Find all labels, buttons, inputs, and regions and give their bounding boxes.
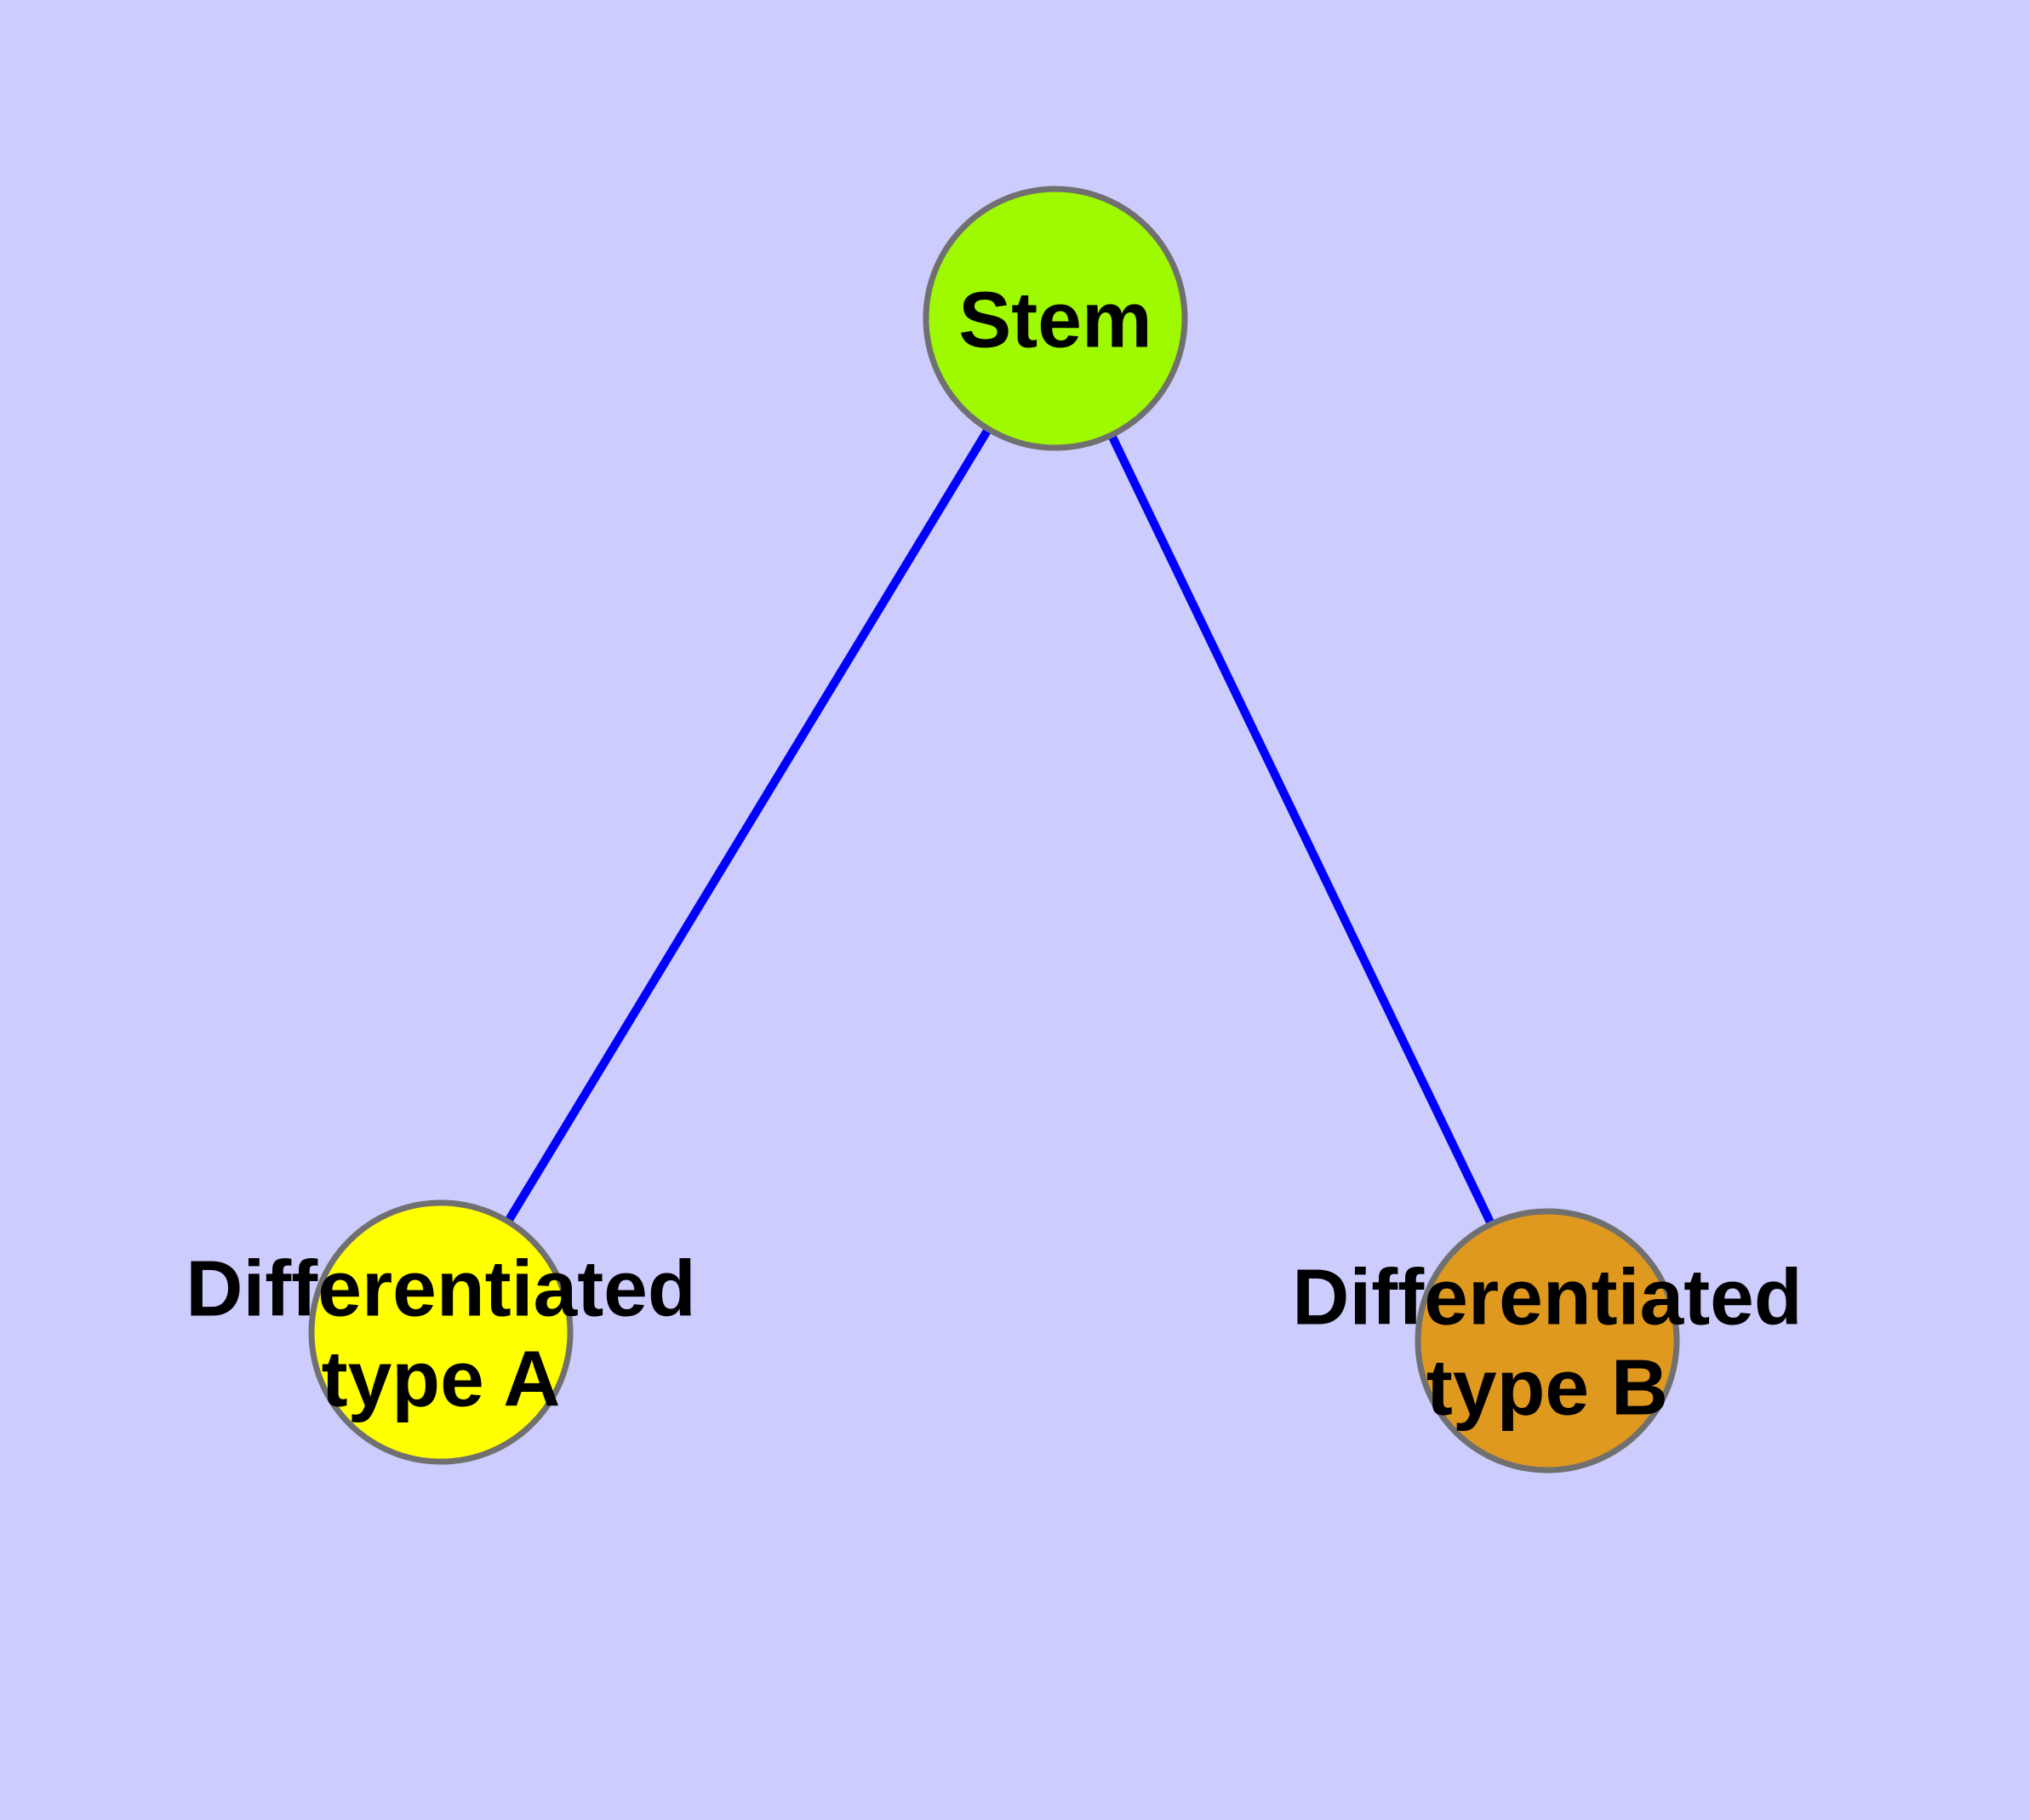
edge-stem-diff-a[interactable]	[504, 426, 992, 1224]
node-label-line: Stem	[958, 275, 1152, 363]
node-circle-stem[interactable]	[923, 186, 1188, 451]
node-label-stem: Stem	[958, 275, 1152, 363]
edges-layer	[504, 426, 1495, 1227]
node-circle-diff_a[interactable]	[308, 1199, 574, 1465]
edge-stem-diff-b[interactable]	[1107, 432, 1495, 1227]
node-label-line: type B	[1426, 1342, 1668, 1431]
nodes-layer	[308, 186, 1680, 1474]
node-label-line: type A	[322, 1334, 561, 1422]
node-label-line: Differentiated	[1292, 1252, 1802, 1341]
node-label-line: Differentiated	[186, 1244, 695, 1332]
node-circle-diff_b[interactable]	[1415, 1208, 1680, 1474]
